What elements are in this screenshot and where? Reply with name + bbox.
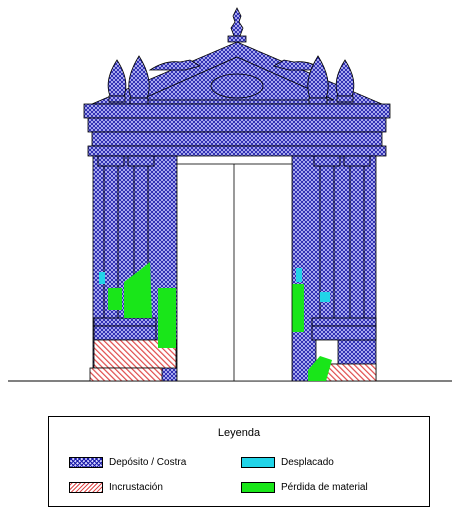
top-finial [227, 7, 247, 43]
left-pier [89, 155, 178, 382]
legend-box: Leyenda Depósito / Costra Desplacado Inc… [48, 416, 430, 507]
entablature [83, 103, 391, 157]
legend-label-incrustacion: Incrustación [109, 482, 163, 493]
incrustation-swatch [69, 482, 103, 493]
legend-label-desplacado: Desplacado [281, 457, 334, 468]
legend-item-desplacado: Desplacado [241, 457, 334, 468]
loss-swatch [241, 482, 275, 493]
detachment-swatch [241, 457, 275, 468]
legend-item-deposito: Depósito / Costra [69, 457, 186, 468]
legend-item-perdida: Pérdida de material [241, 482, 368, 493]
side-finials [107, 55, 355, 105]
legend-label-perdida: Pérdida de material [281, 482, 368, 493]
legend-title: Leyenda [217, 427, 261, 439]
legend-item-incrustacion: Incrustación [69, 482, 163, 493]
deposit-swatch [69, 457, 103, 468]
right-pier [291, 155, 377, 382]
legend-label-deposito: Depósito / Costra [109, 457, 187, 468]
door-opening [176, 163, 293, 382]
